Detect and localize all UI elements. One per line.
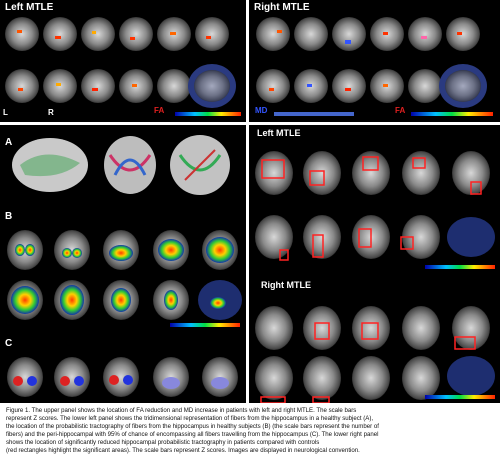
- upper-right-scale-bar-md: [274, 112, 354, 116]
- upper-left-panel: Left MTLE: [0, 0, 246, 122]
- upper-left-scale-bar: [175, 112, 241, 116]
- right-mtle-row-1: [255, 306, 490, 350]
- figure-caption: Figure 1. The upper panel shows the loca…: [6, 407, 496, 455]
- caption-line-2: represent Z scores. The lower left panel…: [6, 415, 374, 423]
- right-mtle-row-2: [255, 356, 495, 403]
- upper-left-slices: [5, 17, 241, 116]
- upper-right-title: Right MTLE: [254, 2, 310, 13]
- upper-left-fa-label: FA: [154, 106, 165, 115]
- upper-right-fa-label: FA: [395, 106, 406, 115]
- caption-line-1: Figure 1. The upper panel shows the loca…: [6, 407, 357, 414]
- upper-right-slices: [256, 17, 493, 116]
- upper-right-row-1: [256, 17, 480, 51]
- left-marker: L: [3, 108, 8, 117]
- panel-b-scale-bar: [170, 323, 240, 327]
- upper-right-md-label: MD: [255, 106, 268, 115]
- panel-c-label: C: [5, 338, 13, 349]
- right-marker: R: [48, 108, 54, 117]
- upper-left-row-2: [5, 64, 236, 108]
- panel-a-renderings: [12, 135, 230, 195]
- panel-a-label: A: [5, 137, 13, 148]
- lower-right-slices: [255, 151, 495, 403]
- panel-b-row-2: [7, 280, 242, 320]
- lower-left-graphics: [7, 135, 242, 397]
- panel-b-label: B: [5, 211, 13, 222]
- upper-right-scale-bar-fa: [411, 112, 493, 116]
- caption-line-6: (red rectangles highlight the significan…: [6, 447, 360, 455]
- panel-b-row-1: [7, 230, 238, 270]
- left-mtle-scale-bar: [425, 265, 495, 269]
- upper-left-title: Left MTLE: [5, 2, 54, 13]
- lower-right-title-right: Right MTLE: [261, 280, 311, 290]
- caption-line-5: shows the location of significantly redu…: [6, 439, 320, 447]
- caption-line-3: the location of the probabilistic tracto…: [6, 423, 379, 431]
- lower-left-panel: A B C: [0, 125, 246, 403]
- lower-right-title-left: Left MTLE: [257, 128, 301, 138]
- upper-right-row-2: [256, 64, 487, 108]
- left-mtle-row-2: [255, 215, 495, 261]
- panel-c-row: [7, 357, 238, 397]
- upper-left-row-1: [5, 17, 229, 51]
- left-mtle-row-1: [255, 151, 490, 195]
- lower-right-panel: Left MTLE Right MTLE: [249, 125, 500, 403]
- right-mtle-scale-bar: [425, 395, 495, 399]
- caption-line-4: fibers) and the peri-hippocampal with 95…: [6, 431, 379, 439]
- upper-right-panel: Right MTLE: [249, 0, 500, 122]
